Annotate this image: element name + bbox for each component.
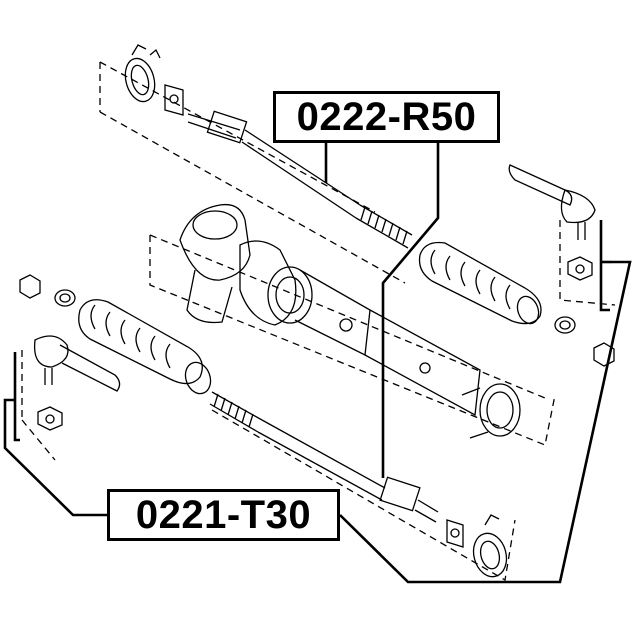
lower-rod-thread	[209, 391, 263, 433]
upper-tie-rod-end	[508, 164, 596, 240]
upper-inner-tie-rod	[187, 110, 413, 249]
steering-gear-housing	[179, 203, 521, 439]
dashed-outline-housing	[149, 234, 556, 446]
part-number-lower: 0221-T30	[107, 489, 340, 541]
leader-lower-left	[3, 398, 107, 517]
lower-tie-rod-end	[33, 335, 121, 392]
upper-lock-plate	[164, 84, 184, 116]
upper-rod-thread	[355, 204, 413, 249]
leader-right-bracket	[599, 220, 610, 312]
leader-lower-bracket	[339, 260, 632, 584]
lower-dust-boot	[78, 299, 212, 395]
dashed-outline-lower	[21, 350, 516, 582]
lower-boot-clamp	[472, 514, 508, 578]
lower-clamp-small	[54, 289, 76, 307]
upper-boot-clamp	[124, 44, 161, 103]
lower-lock-plate	[446, 519, 464, 548]
lower-left-nut	[19, 274, 41, 299]
right-nut	[593, 342, 615, 367]
lower-inner-tie-rod	[209, 391, 439, 523]
part-number-upper: 0222-R50	[273, 91, 500, 143]
leader-lines	[3, 143, 632, 584]
right-clamp-small	[554, 316, 576, 334]
dashed-outline-upper	[99, 61, 406, 284]
leader-lower-left-top	[13, 352, 20, 442]
leader-upper-right	[381, 143, 440, 478]
upper-dust-boot	[418, 241, 542, 325]
upper-castle-nut	[567, 256, 593, 281]
dashed-outline-right	[559, 220, 616, 306]
lower-castle-nut	[37, 406, 63, 431]
